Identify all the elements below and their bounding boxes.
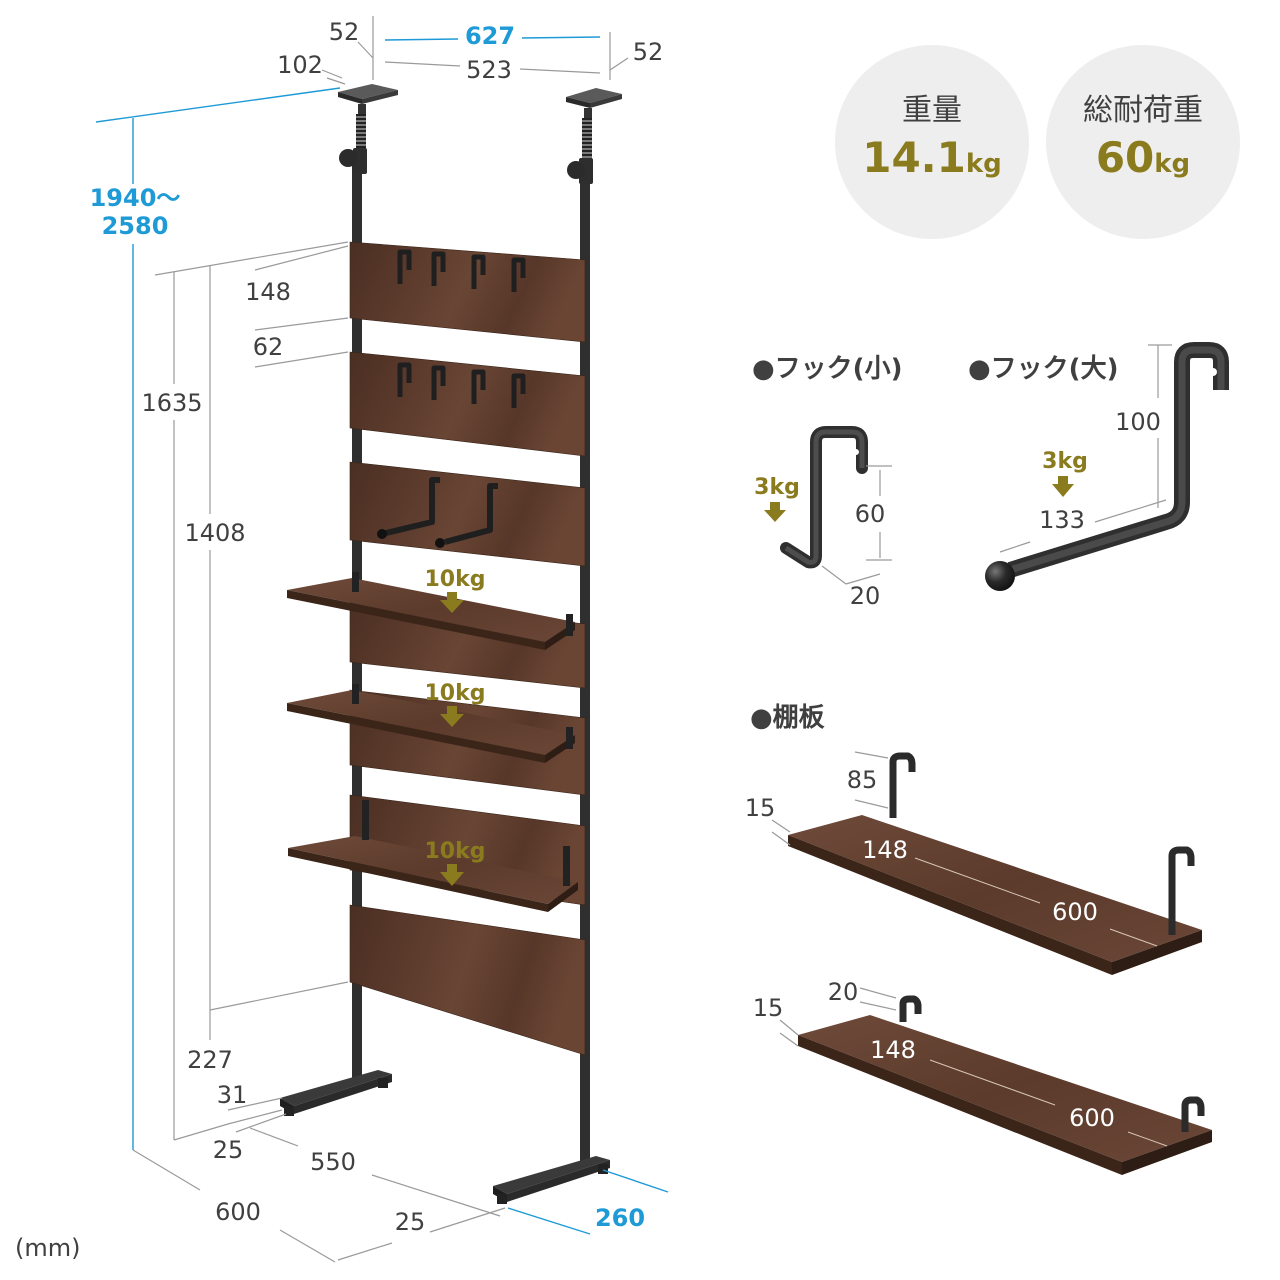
rack-dimensions: 52 627 52 102 523 1940～ 2580 148 62 1635…	[15, 18, 663, 1262]
small-hook-height: 60	[855, 500, 886, 528]
down-arrow-icon	[447, 706, 457, 714]
overall-frame-height: 1635	[141, 389, 202, 417]
base-width: 600	[215, 1198, 261, 1226]
rack-shelf	[287, 572, 575, 650]
spec-label: 重量	[902, 93, 962, 128]
bottom-clearance: 227	[187, 1046, 233, 1074]
hook-ball-end	[985, 561, 1015, 591]
large-hook-length: 133	[1039, 506, 1085, 534]
large-hooks-row	[377, 477, 498, 548]
small-hook-icon	[511, 373, 526, 408]
spec-value: 14.1kg	[862, 133, 1002, 182]
right-top-adjuster	[566, 88, 622, 184]
small-hooks-row	[397, 249, 526, 292]
spec-label: 総耐荷重	[1083, 93, 1203, 128]
down-arrow-icon	[1058, 476, 1068, 484]
shelf-title: ●棚板	[750, 703, 825, 733]
rack-dimension-lines	[95, 16, 669, 1263]
small-hook-icon	[431, 365, 446, 400]
left-foot	[280, 1070, 392, 1116]
height-range-max: 2580	[102, 212, 169, 240]
large-hook-load: 3kg	[1042, 449, 1088, 474]
rack-panel	[349, 904, 586, 1056]
shelf-detail: ●棚板 85 15 148 600	[745, 703, 1212, 1175]
small-hook-icon	[471, 254, 486, 289]
knob-icon	[339, 149, 357, 167]
inner-width: 523	[466, 56, 512, 84]
left-foot-width: 25	[213, 1136, 244, 1164]
rack-shelf	[288, 800, 578, 912]
large-hook-height: 100	[1115, 408, 1161, 436]
shelf-board: 85 15 148 600	[745, 751, 1202, 975]
shelf-thickness: 15	[745, 794, 776, 822]
shelf-load: 10kg	[425, 839, 486, 886]
top-left-offset: 52	[329, 18, 360, 46]
shelf-load-label: 10kg	[425, 567, 486, 592]
shelf-bracket-icon	[889, 752, 916, 818]
shelf-load: 10kg	[425, 567, 486, 613]
small-hook-icon	[471, 369, 486, 404]
shelf-load: 10kg	[425, 681, 486, 727]
foot-spacing: 550	[310, 1148, 356, 1176]
left-top-adjuster	[338, 84, 398, 174]
large-hook-title: ●フック(大)	[968, 354, 1118, 384]
shelf-bracket-icon	[1168, 846, 1195, 935]
shelf-load-label: 10kg	[425, 839, 486, 864]
small-hooks-row	[397, 362, 526, 408]
rack-drawing: 10kg 10kg 10kg	[280, 84, 622, 1204]
down-arrow-icon	[447, 864, 457, 872]
rack-panel	[349, 241, 586, 343]
shelf-bracket-height: 85	[847, 766, 878, 794]
small-hook-detail: ●フック(小) 3kg 60 20	[752, 354, 902, 610]
shelf-depth: 148	[862, 836, 908, 864]
shelf-bracket-height: 20	[828, 978, 859, 1006]
rack-panel	[349, 461, 586, 567]
rack-panel	[349, 351, 586, 457]
right-foot-width: 25	[395, 1208, 426, 1236]
spec-total-load: 総耐荷重 60kg	[1046, 45, 1240, 239]
shelf-thickness: 15	[753, 994, 784, 1022]
knob-icon	[567, 161, 585, 179]
panel-span-height: 1408	[184, 519, 245, 547]
large-hook-icon	[444, 483, 498, 545]
top-right-offset: 52	[633, 38, 664, 66]
height-range-min: 1940～	[90, 184, 181, 212]
rack-shelf	[287, 684, 575, 763]
depth: 260	[595, 1204, 645, 1232]
down-arrow-icon	[770, 502, 780, 510]
down-arrow-icon	[447, 592, 457, 600]
shelf-board: 20 15 148 600	[753, 978, 1212, 1175]
foot-height: 31	[217, 1081, 248, 1109]
shelf-bracket-icon	[1181, 1096, 1205, 1132]
spec-weight: 重量 14.1kg	[835, 45, 1029, 239]
hook-panel-height: 148	[245, 278, 291, 306]
large-hook-detail: ●フック(大) 100 3kg 133	[968, 342, 1229, 591]
right-foot	[493, 1156, 610, 1204]
small-hook-icon	[431, 251, 446, 286]
total-width: 627	[465, 22, 515, 50]
shelf-bracket-icon	[899, 995, 922, 1022]
shelf-depth: 148	[870, 1036, 916, 1064]
small-hook-depth: 20	[850, 582, 881, 610]
small-hook-icon	[397, 362, 412, 397]
small-hook-title: ●フック(小)	[752, 354, 902, 384]
small-hook-load: 3kg	[754, 475, 800, 500]
panel-gap: 62	[253, 333, 284, 361]
jack-depth: 102	[277, 51, 323, 79]
shelf-width: 600	[1052, 898, 1098, 926]
small-hook-icon	[397, 249, 412, 284]
shelf-width: 600	[1069, 1104, 1115, 1132]
shelf-load-label: 10kg	[425, 681, 486, 706]
small-hook-icon	[511, 257, 526, 292]
large-hook-icon	[385, 477, 440, 536]
unit-note: (mm)	[15, 1234, 80, 1262]
spec-value: 60kg	[1096, 133, 1190, 182]
